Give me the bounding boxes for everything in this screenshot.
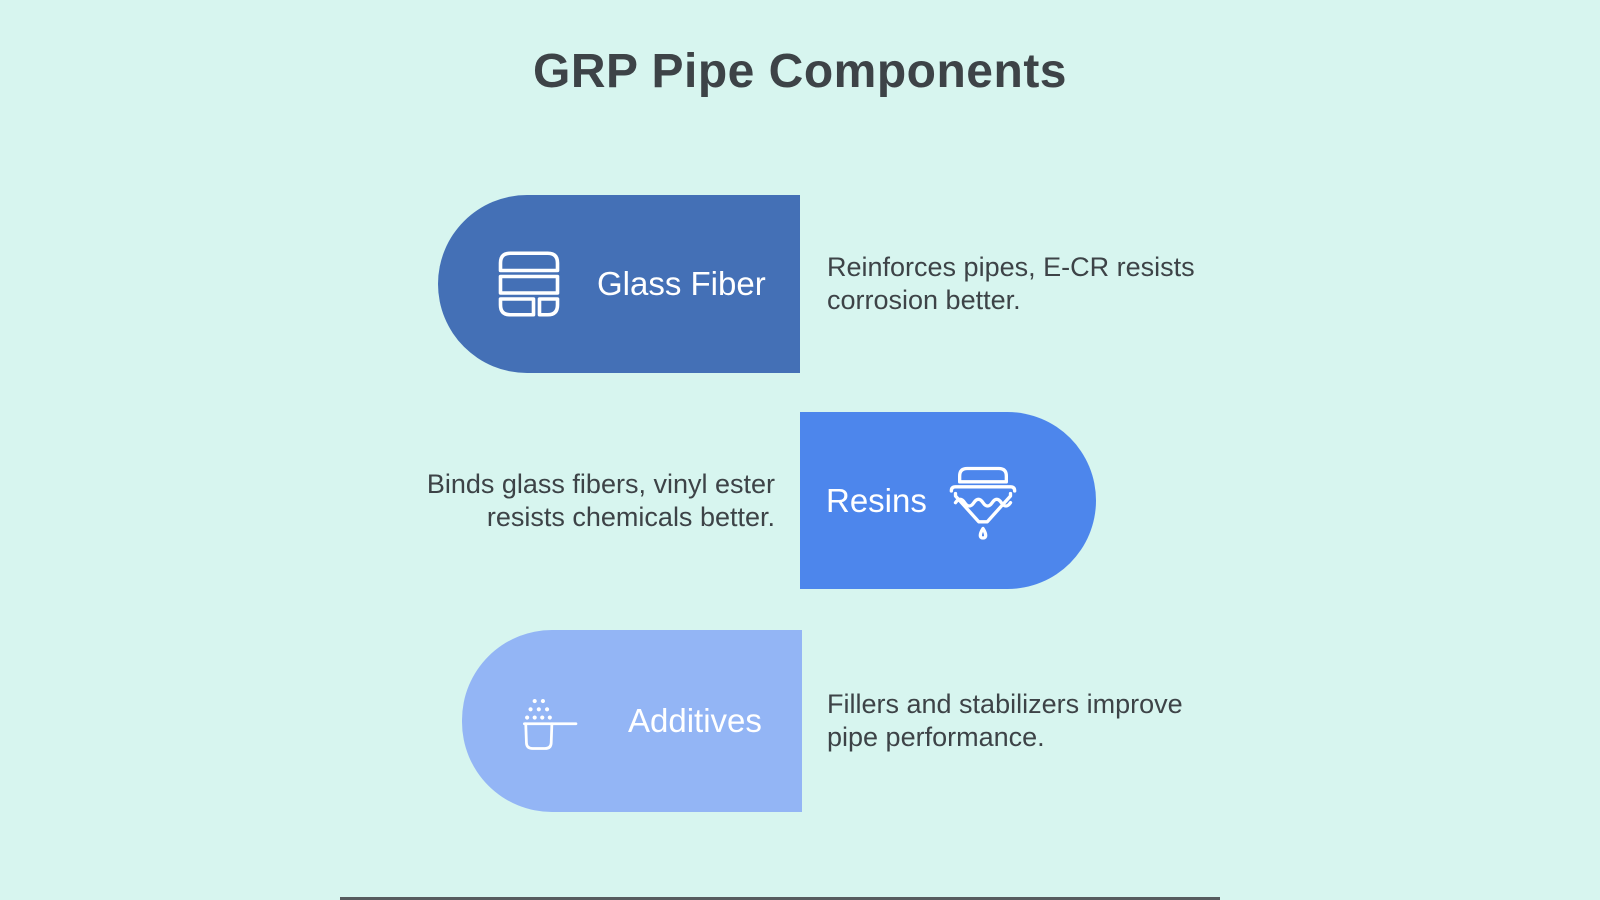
card-description-line: Reinforces pipes, E-CR resists (827, 252, 1195, 282)
card-description-line: pipe performance. (827, 722, 1045, 752)
resin-funnel-drop-icon (943, 461, 1023, 541)
fiber-layers-icon (493, 248, 565, 320)
card-description: Binds glass fibers, vinyl ester resists … (355, 412, 775, 589)
card-label: Resins (826, 481, 927, 519)
card-label: Glass Fiber (597, 265, 766, 302)
component-card-resins: Resins (800, 412, 1096, 589)
card-description: Reinforces pipes, E-CR resists corrosion… (827, 195, 1247, 373)
card-label: Additives (628, 702, 762, 739)
card-description-line: corrosion better. (827, 285, 1021, 315)
additives-pot-sprinkle-icon (512, 688, 578, 754)
card-description-line: Fillers and stabilizers improve (827, 689, 1183, 719)
card-description: Fillers and stabilizers improve pipe per… (827, 630, 1257, 812)
card-description-line: resists chemicals better. (486, 501, 775, 532)
page-title: GRP Pipe Components (532, 45, 1067, 98)
card-description-line: Binds glass fibers, vinyl ester (426, 468, 775, 499)
component-card-glass-fiber: Glass Fiber (438, 195, 800, 373)
component-card-additives: Additives (462, 630, 802, 812)
bottom-edge-bar (340, 897, 1220, 900)
